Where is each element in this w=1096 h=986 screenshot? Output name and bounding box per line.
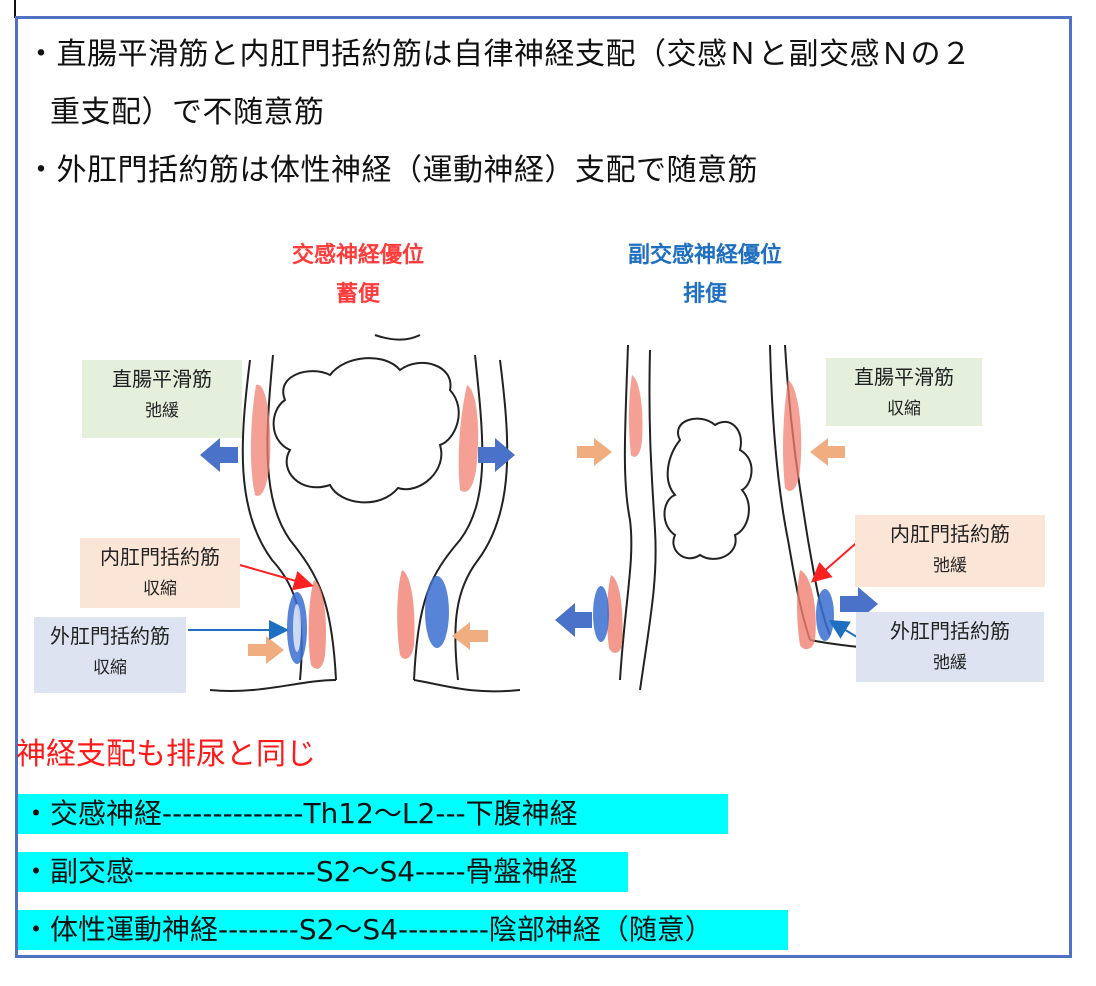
left-arrow-out-r: [478, 438, 515, 472]
right-internal-sphincter-l: [606, 575, 623, 653]
right-rectum-muscle-l: [628, 375, 643, 457]
right-stool: [663, 417, 753, 560]
right-external-label: 外肛門括約筋 弛緩: [856, 612, 1044, 682]
left-internal-pointer: [239, 564, 314, 591]
right-arrow-out-r: [840, 587, 878, 621]
left-arrow-in-r: [452, 622, 488, 650]
right-arrow-in-r: [810, 438, 845, 466]
right-external-name: 外肛門括約筋: [890, 619, 1010, 643]
left-rectum-muscle-l: [250, 384, 271, 496]
right-arrow-out-l: [555, 603, 592, 637]
left-rectum-muscle-r: [458, 385, 479, 492]
right-panel-subtitle: 排便: [682, 282, 727, 307]
left-panel-title: 交感神経優位: [291, 243, 424, 268]
right-internal-pointer: [810, 537, 863, 583]
left-internal-sphincter: [308, 580, 326, 669]
right-external-sphincter: [816, 589, 834, 641]
left-rectum-outline: [209, 334, 521, 693]
left-panel-subtitle: 蓄便: [335, 282, 380, 307]
right-internal-sphincter: [797, 570, 816, 650]
left-internal-sphincter-r: [397, 570, 415, 659]
right-internal-label: 内肛門括約筋 弛緩: [855, 515, 1045, 587]
right-internal-name: 内肛門括約筋: [890, 522, 1010, 546]
left-rectum-name: 直腸平滑筋: [112, 367, 212, 391]
bullet-line-1: ・直腸平滑筋と内肛門括約筋は自律神経支配（交感Ｎと副交感Ｎの２: [26, 37, 972, 72]
left-stool: [272, 357, 460, 504]
right-rectum-label: 直腸平滑筋 収縮: [826, 358, 982, 426]
right-rectum-state: 収縮: [887, 399, 921, 419]
right-external-sphincter-l: [593, 586, 609, 642]
left-external-name: 外肛門括約筋: [50, 624, 170, 648]
bullet-line-2: 重支配）で不随意筋: [50, 95, 325, 130]
right-external-state: 弛緩: [933, 653, 967, 673]
bullet-line-3: ・外肛門括約筋は体性神経（運動神経）支配で随意筋: [26, 153, 758, 188]
left-rectum-label: 直腸平滑筋 弛緩: [82, 360, 242, 438]
left-arrow-out-l: [200, 438, 238, 472]
left-internal-state: 収縮: [143, 579, 177, 599]
nerve-row-somatic: ・体性運動神経--------S2〜S4---------陰部神経（随意）: [18, 910, 788, 950]
corner-tick: [14, 0, 16, 18]
right-arrow-in-l: [577, 438, 612, 466]
left-external-label: 外肛門括約筋 収縮: [34, 617, 186, 693]
right-panel-title: 副交感神経優位: [627, 243, 782, 268]
left-internal-name: 内肛門括約筋: [100, 545, 220, 569]
left-external-state: 収縮: [93, 658, 127, 678]
right-rectum-name: 直腸平滑筋: [854, 365, 954, 389]
left-rectum-state: 弛緩: [145, 401, 179, 421]
nerve-row-parasympathetic: ・副交感------------------S2〜S4-----骨盤神経: [18, 852, 628, 892]
right-internal-state: 弛緩: [933, 556, 967, 576]
nerve-row-sympathetic: ・交感神経--------------Th12〜L2---下腹神経: [18, 794, 728, 834]
right-rectum-muscle-r: [783, 380, 802, 491]
note-text: 神経支配も排尿と同じ: [16, 737, 316, 772]
left-arrow-in-l: [248, 636, 284, 664]
left-internal-label: 内肛門括約筋 収縮: [80, 538, 240, 608]
left-external-sphincter-r: [425, 576, 449, 648]
